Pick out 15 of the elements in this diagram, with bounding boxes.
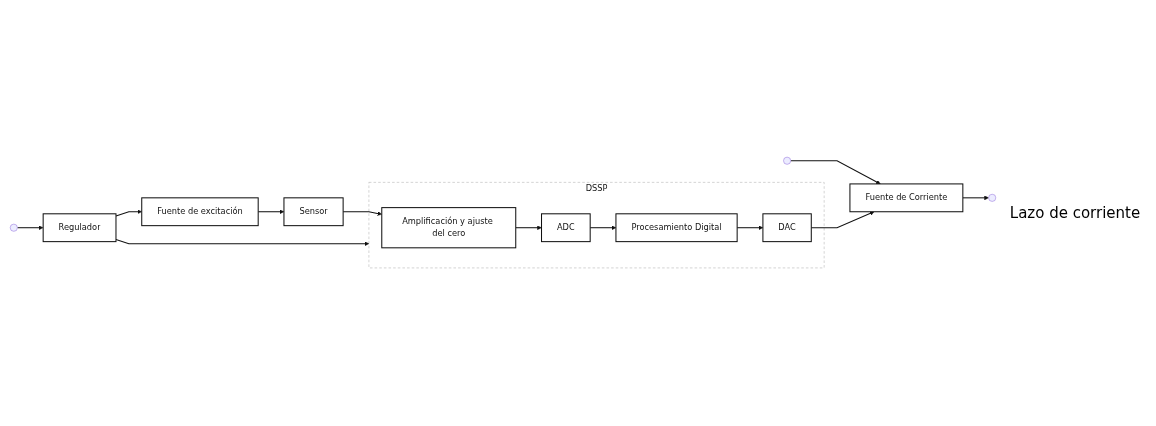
arrow <box>16 225 44 231</box>
node-box: Sensor <box>283 197 344 227</box>
arrow <box>515 225 542 231</box>
node-box: DAC <box>762 213 812 243</box>
arrow <box>962 196 989 201</box>
node-box: Fuente de Corriente <box>849 183 964 213</box>
node-box: ADC <box>541 213 591 243</box>
arrow <box>115 209 142 217</box>
node-box: Fuente de excitación <box>141 197 259 227</box>
node-box: Regulador <box>42 213 117 243</box>
node-box: Procesamiento Digital <box>615 213 738 243</box>
node-box: Amplificación y ajuste del cero <box>381 207 517 249</box>
arrow <box>790 160 881 185</box>
arrow <box>115 239 370 247</box>
annotation-label: Lazo de corriente <box>1009 204 1141 222</box>
